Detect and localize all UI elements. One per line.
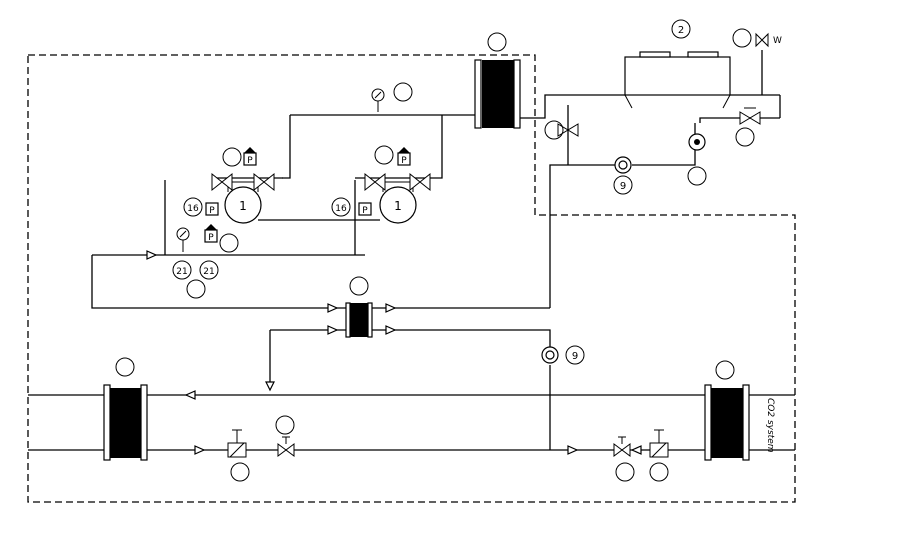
callout-valve-number: 21	[203, 267, 214, 277]
callout-condenser-number: 2	[678, 25, 684, 36]
pressure-gauges	[176, 88, 385, 252]
condenser-unit	[624, 51, 731, 109]
pressure-tag-label: P	[401, 156, 407, 166]
heat-exchanger-right	[704, 384, 750, 461]
heat-exchanger-top	[474, 59, 521, 129]
callout-flow-switch-number: 9	[572, 351, 578, 362]
pressure-tag-label: P	[362, 206, 368, 216]
callout-flow-switch-number: 9	[620, 181, 626, 192]
pressure-tag-label: P	[208, 233, 214, 243]
valves	[211, 32, 769, 457]
pressure-tag-label: P	[209, 206, 215, 216]
flow-arrows	[146, 250, 642, 455]
water-tag: W	[773, 36, 782, 46]
co2-system-label: CO2 system	[765, 398, 775, 453]
pressure-tag-label: P	[247, 156, 253, 166]
callout-gauge-number: 16	[335, 204, 347, 214]
pump-label: 1	[394, 199, 402, 213]
system-boundary	[27, 54, 796, 503]
callout-gauge-number: 16	[187, 204, 199, 214]
pump-label: 1	[239, 199, 247, 213]
flow-switches	[541, 133, 706, 364]
callout-circles	[115, 19, 755, 482]
heat-exchanger-left	[103, 384, 148, 461]
regulators	[227, 429, 669, 458]
callout-numbers: 2 9 9 16 16 21 21 W	[176, 25, 782, 362]
heat-exchanger-middle	[345, 302, 373, 338]
callout-valve-number: 21	[176, 267, 187, 277]
pressure-tags: P P P P P	[204, 147, 411, 243]
